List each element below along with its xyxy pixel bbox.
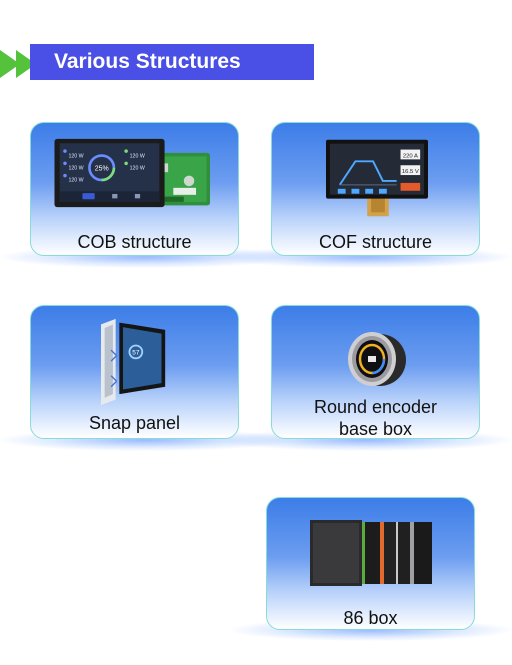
round-encoder-image bbox=[348, 332, 406, 386]
card-label: Snap panel bbox=[88, 413, 181, 433]
cof-readout: 220 A bbox=[403, 153, 418, 159]
cob-pct: 25% bbox=[95, 165, 109, 172]
cob-right-value: 120 W bbox=[130, 153, 145, 159]
snap-panel-card[interactable]: 57 Snap panel bbox=[30, 305, 239, 439]
card-label: COF structure bbox=[318, 232, 433, 252]
card-label-line2: base box bbox=[338, 419, 413, 439]
card-label: 86 box bbox=[343, 608, 398, 628]
cob-right-value: 120 W bbox=[130, 166, 145, 172]
snap-number: 57 bbox=[132, 350, 140, 357]
cob-structure-card[interactable]: 25% 120 W 120 W 120 W 120 W 120 W COB st… bbox=[30, 122, 239, 256]
cob-left-value: 120 W bbox=[68, 153, 83, 159]
section-title: Various Structures bbox=[30, 44, 314, 80]
86-box-panels-image bbox=[310, 520, 432, 586]
cof-structure-card[interactable]: 220 A 16.5 V COF structure bbox=[271, 122, 480, 256]
cob-display-board-image: 25% 120 W 120 W 120 W 120 W 120 W bbox=[54, 138, 211, 208]
cof-display-panel-image: 220 A 16.5 V bbox=[326, 139, 428, 217]
cof-readout: 16.5 V bbox=[402, 169, 419, 175]
cob-left-value: 120 W bbox=[68, 178, 83, 184]
snap-panel-image: 57 bbox=[101, 318, 166, 406]
card-label: COB structure bbox=[77, 232, 192, 252]
double-chevron-icon bbox=[0, 50, 36, 78]
86-box-card[interactable]: 86 box bbox=[266, 497, 475, 630]
cob-left-value: 120 W bbox=[68, 166, 83, 172]
card-label-line1: Round encoder bbox=[313, 397, 438, 417]
round-encoder-card[interactable]: Round encoder base box bbox=[271, 305, 480, 439]
